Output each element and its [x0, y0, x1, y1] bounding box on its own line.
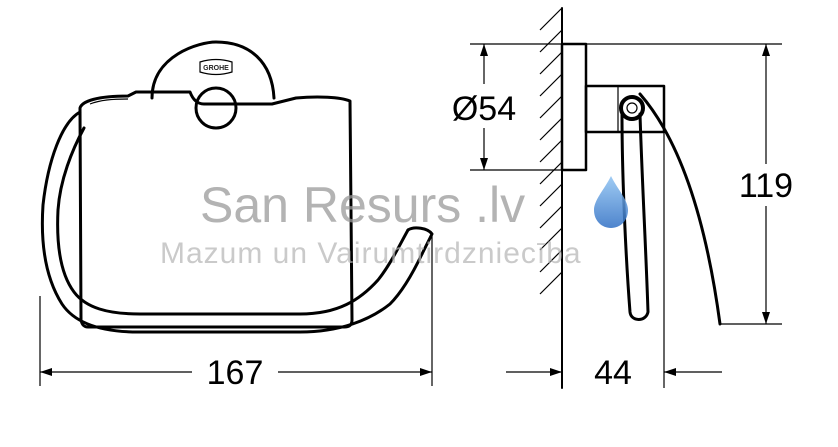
side-knob — [619, 95, 645, 121]
watermark-title: San Resurs .lv — [200, 177, 525, 233]
front-rosette — [150, 40, 276, 100]
holder-arm — [40, 110, 424, 334]
width-label: 167 — [207, 354, 264, 392]
center-knob — [194, 86, 238, 130]
watermark-drop-icon — [594, 176, 628, 228]
cover-lid-rim — [89, 98, 129, 105]
side-knob-inner — [626, 102, 638, 114]
height-label: 119 — [739, 167, 793, 205]
side-bracket — [584, 84, 666, 134]
holder-arm-inner — [56, 126, 410, 316]
projection-label: 44 — [594, 354, 632, 392]
watermark-subtitle: Mazum un Vairumtirdzniecība — [160, 237, 582, 270]
cover-lid — [78, 90, 354, 329]
watermark: San Resurs .lv Mazum un Vairumtirdzniecī… — [160, 176, 628, 270]
wall-hatching — [539, 7, 563, 295]
side-view: Ø54 119 44 — [452, 7, 793, 392]
brand-logo: GROHE — [203, 65, 229, 72]
side-cover — [638, 92, 722, 326]
side-rosette — [560, 42, 588, 172]
diameter-label: Ø54 — [452, 90, 516, 128]
front-view: GROHE 167 — [39, 40, 434, 392]
holder-arm-tip — [406, 226, 434, 256]
logo-badge — [199, 58, 233, 76]
